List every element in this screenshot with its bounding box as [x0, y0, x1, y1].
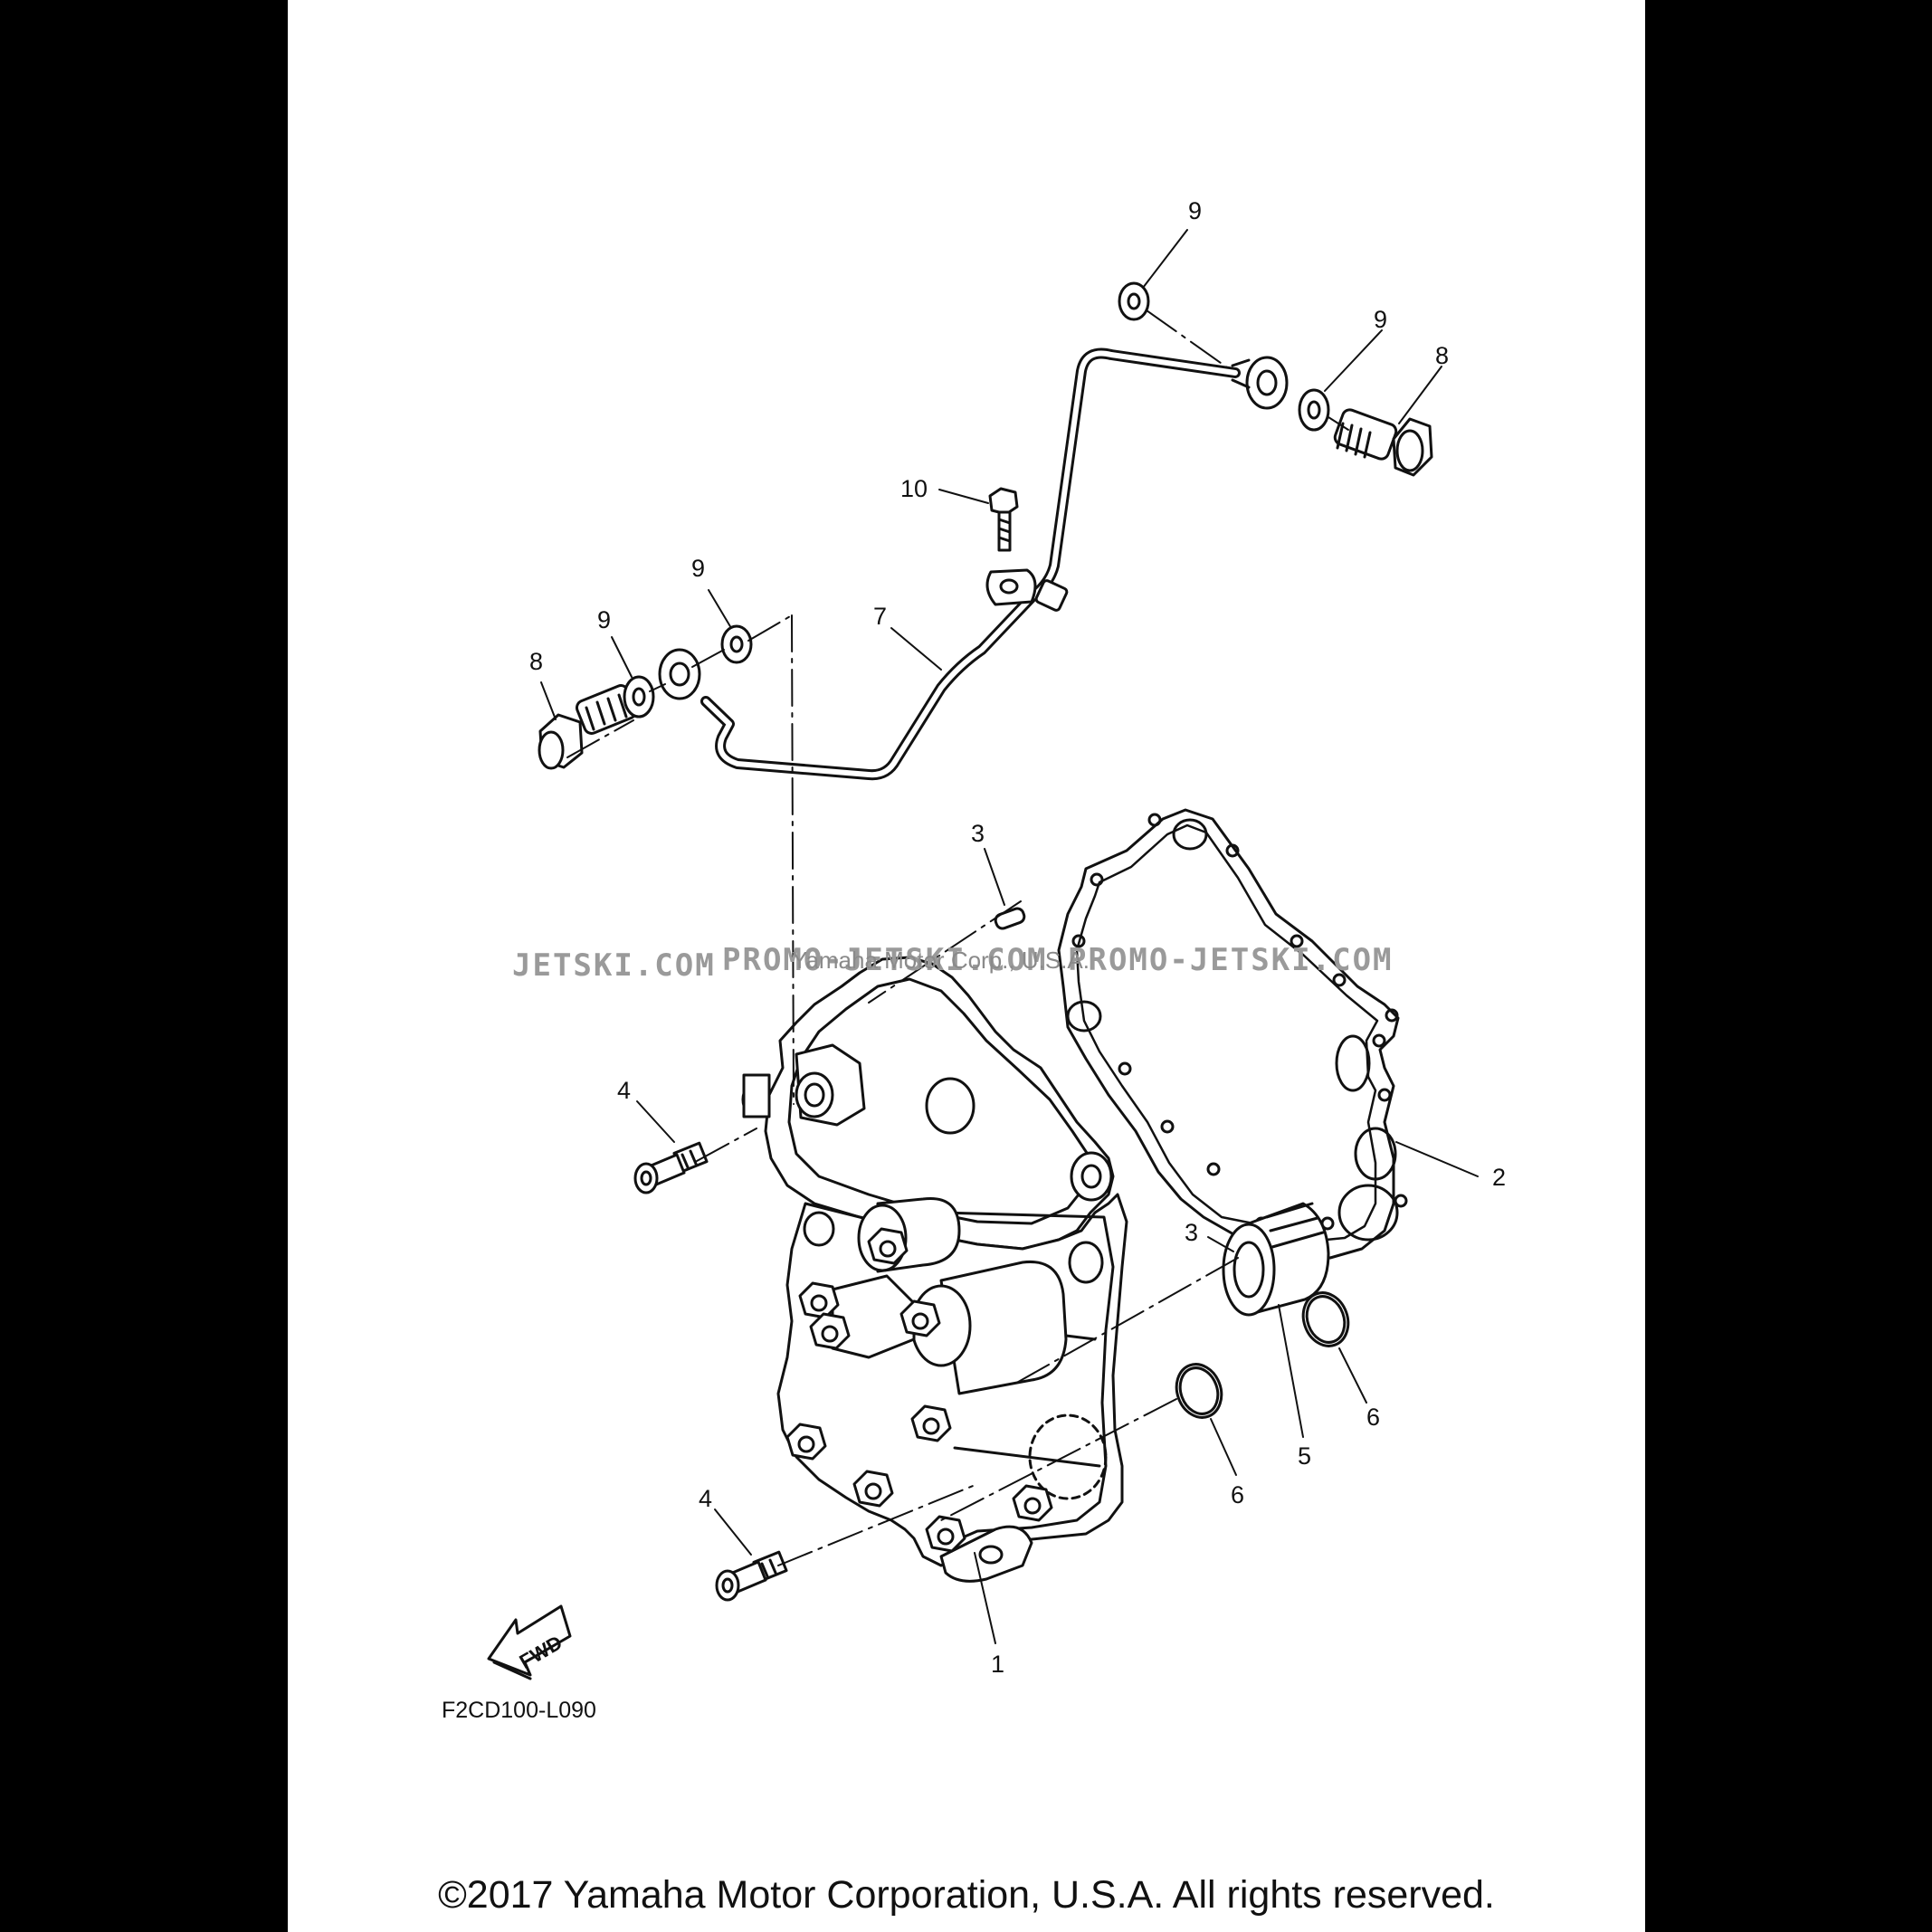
callout-9: 9	[1374, 306, 1387, 333]
callout-9: 9	[691, 555, 705, 582]
callout-3: 3	[1185, 1219, 1198, 1246]
callout-1: 1	[991, 1651, 1004, 1678]
callouts: 9 9 8 10 9 9 8 7 3 4 2 3 6 5 6 4 1	[529, 197, 1506, 1678]
diagram-code: F2CD100-L090	[442, 1698, 596, 1723]
gasket	[1057, 808, 1408, 1260]
callout-5: 5	[1298, 1442, 1311, 1470]
callout-6: 6	[1231, 1481, 1244, 1508]
watermark-text-3: PROMO-JETSKI.COM	[1068, 942, 1394, 978]
watermark-text-small: Yamaha Motor Corp., U.S.A.	[792, 947, 1090, 974]
o-ring-6-right	[1301, 1291, 1350, 1347]
callout-3: 3	[971, 820, 985, 847]
callout-2: 2	[1492, 1164, 1506, 1191]
washer-9-right	[1298, 388, 1330, 432]
callout-9: 9	[1188, 197, 1202, 224]
bolt-4-upper	[633, 1141, 709, 1194]
callout-4: 4	[699, 1485, 712, 1512]
diagram-sheet	[288, 0, 1645, 1932]
copyright-notice: ©2017 Yamaha Motor Corporation, U.S.A. A…	[438, 1873, 1495, 1917]
oil-pipe	[658, 347, 1289, 781]
callout-7: 7	[873, 603, 887, 630]
callout-6: 6	[1366, 1404, 1380, 1431]
callout-4: 4	[617, 1077, 631, 1104]
dowel-pin-upper	[994, 907, 1026, 930]
callout-8: 8	[1435, 342, 1449, 369]
union-bolt-right	[1333, 408, 1433, 477]
callout-8: 8	[529, 648, 543, 675]
callout-9: 9	[597, 606, 611, 633]
fwd-arrow-icon	[487, 1604, 572, 1680]
assembly-lines	[566, 309, 1349, 1566]
o-ring-6-left	[1175, 1363, 1223, 1419]
pipe-bracket	[985, 568, 1037, 606]
bolt-4-lower	[715, 1550, 788, 1602]
leader-lines	[540, 229, 1479, 1644]
watermark-text-2: PROMO-JETSKI.COM	[722, 942, 1048, 978]
oil-pump-assembly	[741, 956, 1128, 1583]
watermark: JETSKI.COM PROMO-JETSKI.COM PROMO-JETSKI…	[512, 942, 1394, 984]
callout-10: 10	[900, 475, 928, 502]
washer-9-left	[623, 675, 655, 719]
washer-9-top	[1118, 281, 1150, 321]
bolt-10	[988, 487, 1019, 552]
union-bolt-left	[538, 684, 638, 770]
washer-9-mid	[720, 624, 753, 664]
watermark-text-1: JETSKI.COM	[512, 947, 716, 984]
